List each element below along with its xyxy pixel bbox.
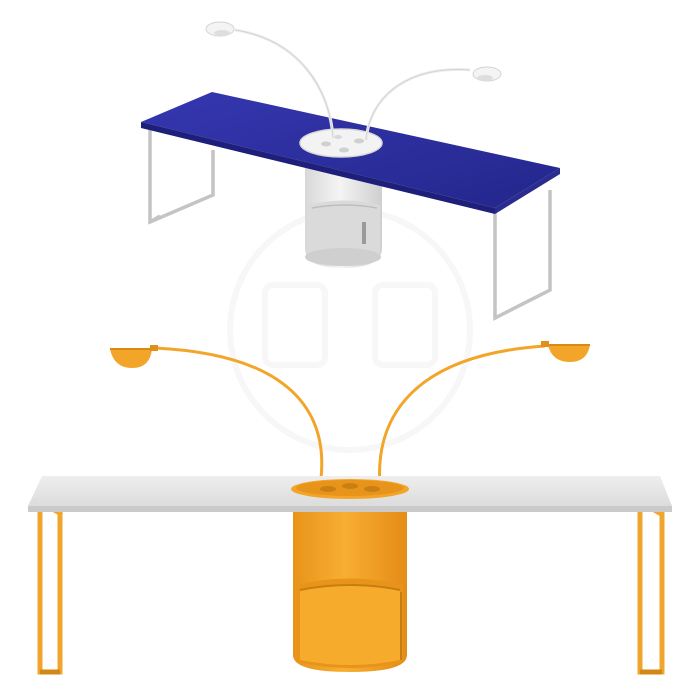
blue-desk-pedestal [305,160,382,268]
orange-desk-grommet [291,479,409,499]
orange-desk-leg-right [637,506,665,675]
orange-desk-leg-left [37,506,64,675]
blue-desk-leg-right [493,190,552,321]
blue-desk-lamp-right [364,66,502,141]
blue-desk-grommet [299,128,383,158]
grey-orange-desk [28,341,672,675]
orange-desk-lamp-right [378,341,590,487]
blue-desk-leg-left [148,130,215,225]
orange-desk-lamp-left [110,345,324,487]
blue-desk-lamp-left [205,21,335,139]
blue-desk [141,21,560,321]
orange-desk-pedestal [293,505,407,672]
